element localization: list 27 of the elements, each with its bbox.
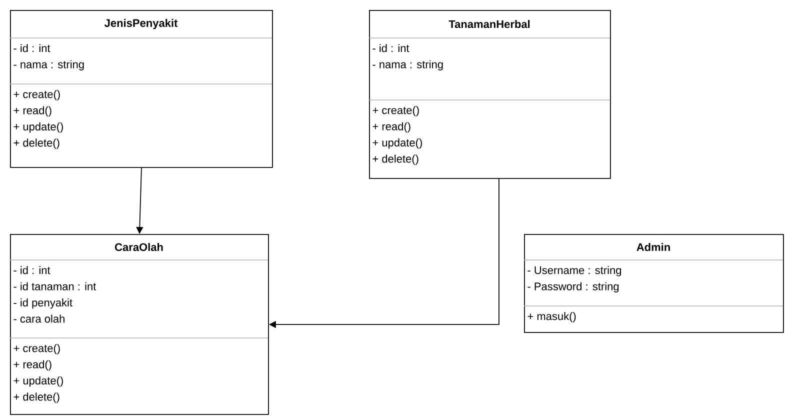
attribute-text: - id tanaman : int [14,282,96,290]
class-name: CaraOlah [115,242,163,252]
method-text: + read() [14,360,52,370]
method-text: + delete() [14,138,60,149]
attribute-text: - Password : string [528,282,619,292]
attribute-text: - id : int [372,44,410,52]
method-text: + update() [372,138,422,149]
attribute-text: - id : int [14,266,50,274]
method-text: + create() [372,106,419,116]
method-text: + read() [372,122,410,132]
class-name: JenisPenyakit [104,18,178,30]
class-name: Admin [636,242,670,252]
method-text: + read() [14,106,52,116]
attribute-text: - nama : string [14,60,84,70]
method-text: + masuk() [528,312,576,322]
attribute-text: - Username : string [528,266,622,276]
method-text: + create() [14,90,60,100]
method-text: + create() [14,344,60,354]
method-text: + update() [14,122,63,133]
attribute-text: - id penyakit [14,298,72,309]
attribute-text: - id : int [14,44,50,52]
attribute-text: - nama : string [372,60,443,70]
method-text: + update() [14,376,63,387]
method-text: + delete() [14,392,60,403]
class-name: TanamanHerbal [448,20,530,28]
method-text: + delete() [372,154,418,165]
attribute-text: - cara olah [14,314,64,323]
